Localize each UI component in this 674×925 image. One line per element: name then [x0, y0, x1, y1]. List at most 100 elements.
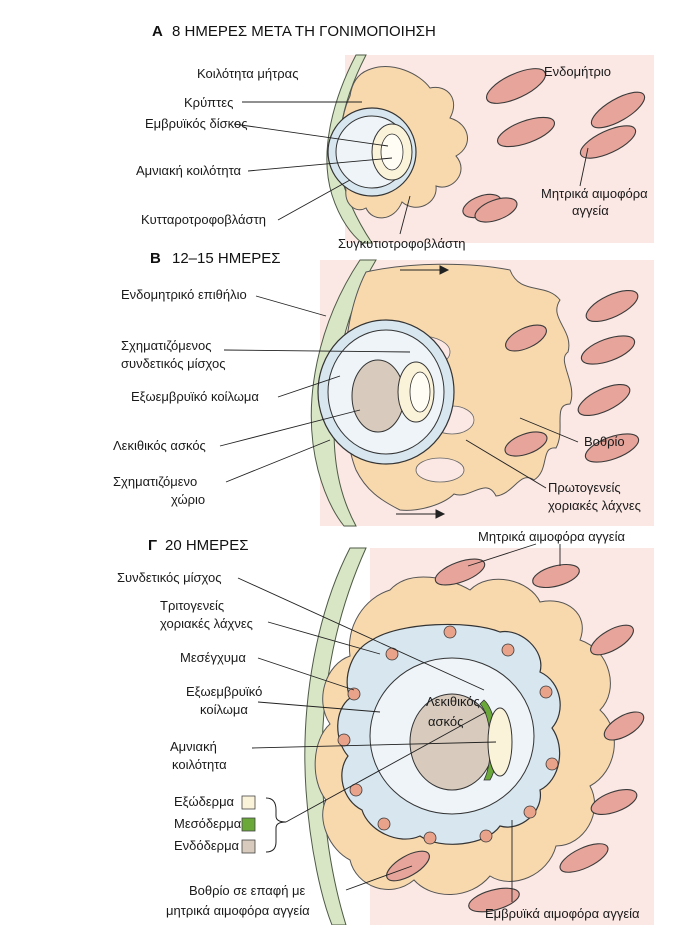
legend-item-endoderm: Ενδόδερμα	[174, 838, 256, 854]
leader-line	[251, 741, 497, 749]
vessel	[580, 335, 636, 365]
arrow-head	[435, 509, 446, 519]
leader-line	[267, 621, 381, 655]
vessel	[585, 289, 639, 323]
yolk-sac-b	[351, 359, 405, 433]
vessel	[590, 91, 646, 129]
leader-line	[465, 439, 547, 489]
flow-arrows-b	[396, 265, 450, 519]
leader-line	[219, 409, 361, 447]
legend: Εξώδερμα Μεσόδερμα Ενδόδερμα	[174, 794, 287, 854]
villus-vessel	[501, 643, 515, 657]
leader-lines-c	[237, 543, 561, 902]
vessel	[590, 624, 634, 656]
legend-label: Μεσόδερμα	[174, 816, 242, 831]
vessel	[434, 558, 486, 586]
vessel	[559, 843, 609, 873]
maternal-vessels-a	[462, 68, 646, 223]
vessel	[603, 711, 645, 741]
leader-line	[225, 439, 331, 483]
label-yolk-sac-c-line2: ασκός	[428, 714, 463, 729]
label-crypts: Κρύπτες	[184, 95, 233, 110]
villus-vessel	[479, 829, 493, 843]
label-maternal-vessels-a-line2: αγγεία	[572, 203, 609, 218]
label-lacuna: Βοθρίο	[584, 434, 625, 449]
tertiary-villi-c	[337, 625, 559, 845]
amniotic-cavity-b	[409, 371, 431, 413]
vessel	[486, 68, 546, 104]
vessel	[584, 433, 640, 463]
leader-line	[223, 349, 411, 353]
label-forming-stalk-line2: συνδετικός μίσχος	[121, 356, 226, 371]
endometrial-epithelium-c	[304, 547, 367, 925]
label-mesenchyme: Μεσέγχυμα	[180, 650, 246, 665]
leader-line	[237, 577, 485, 691]
label-endometrial-epithelium: Ενδομητρικό επιθήλιο	[121, 287, 247, 302]
label-maternal-vessels-c: Μητρικά αιμοφόρα αγγεία	[478, 529, 625, 544]
panel-b-title: 12–15 ΗΜΕΡΕΣ	[172, 250, 281, 267]
panel-b: Β 12–15 ΗΜΕΡΕΣ Ενδομητρικό επιθήλιο Σχη	[113, 250, 654, 527]
leader-lines-b	[219, 295, 579, 489]
amniotic-cavity-a	[380, 133, 404, 171]
leader-line	[345, 865, 413, 891]
vessel	[532, 563, 580, 589]
label-embryonic-vessels: Εμβρυϊκά αιμοφόρα αγγεία	[485, 906, 640, 921]
villus-vessel	[523, 805, 537, 819]
maternal-vessels-b	[504, 289, 640, 463]
villus-vessel	[443, 625, 457, 639]
label-extraembryonic-coelom-c-line2: κοίλωμα	[200, 702, 248, 717]
maternal-vessels-c	[386, 558, 645, 913]
leader-line	[247, 157, 393, 172]
panel-c: Γ 20 ΗΜΕΡΕΣ	[117, 529, 654, 925]
label-endometrium: Ενδομήτριο	[544, 64, 611, 79]
panel-c-letter: Γ	[148, 537, 157, 554]
leader-line	[399, 195, 411, 235]
label-forming-space-line1: Σχηματιζόμενο	[113, 474, 197, 489]
label-primary-villi-line1: Πρωτογενείς	[548, 480, 621, 495]
panel-c-title: 20 ΗΜΕΡΕΣ	[165, 537, 248, 554]
panel-a-letter: A	[152, 23, 163, 40]
label-yolk-sac-b: Λεκιθικός ασκός	[113, 438, 206, 453]
label-lacuna-contact-line1: Βοθρίο σε επαφή με	[189, 883, 306, 898]
label-syncytiotrophoblast: Συγκυτιοτροφοβλάστη	[338, 236, 465, 251]
villus-vessel	[423, 831, 437, 845]
label-extraembryonic-coelom-b: Εξωεμβρυϊκό κοίλωμα	[131, 389, 259, 404]
leader-line	[257, 657, 355, 691]
vessel	[468, 887, 520, 913]
label-amniotic-cavity-a: Αμνιακή κοιλότητα	[136, 163, 242, 178]
villus-vessel	[337, 733, 351, 747]
panel-a: A 8 ΗΜΕΡΕΣ ΜΕΤΑ ΤΗ ΓΟΝΙΜΟΠΟΙΗΣΗ Κοιλότητ…	[136, 23, 654, 251]
legend-swatch	[241, 795, 256, 810]
leader-line	[467, 543, 537, 567]
label-primary-villi-line2: χοριακές λάχνες	[548, 498, 641, 513]
legend-bracket	[265, 797, 287, 853]
label-lacuna-contact-line2: μητρικά αιμοφόρα αγγεία	[166, 903, 310, 918]
panel-b-letter: Β	[150, 250, 161, 267]
villus-vessel	[545, 757, 559, 771]
label-cytotrophoblast: Κυτταροτροφοβλάστη	[141, 212, 266, 227]
label-amniotic-cavity-c-line2: κοιλότητα	[172, 757, 227, 772]
legend-label: Εξώδερμα	[174, 794, 235, 809]
legend-swatch	[241, 839, 256, 854]
label-maternal-vessels-a-line1: Μητρικά αιμοφόρα	[541, 186, 648, 201]
legend-label: Ενδόδερμα	[174, 838, 240, 853]
label-tertiary-villi-line2: χοριακές λάχνες	[160, 616, 253, 631]
vessel	[505, 324, 547, 352]
label-extraembryonic-coelom-c-line1: Εξωεμβρυϊκό	[186, 684, 262, 699]
vessel	[497, 116, 555, 148]
leader-line	[285, 711, 487, 823]
label-connecting-stalk: Συνδετικός μίσχος	[117, 570, 222, 585]
leader-line	[277, 375, 341, 398]
legend-item-mesoderm: Μεσόδερμα	[174, 816, 256, 832]
label-tertiary-villi-line1: Τριτογενείς	[160, 598, 224, 613]
label-embryonic-disc: Εμβρυϊκός δίσκος	[145, 116, 247, 131]
arrow-head	[439, 265, 450, 275]
label-amniotic-cavity-c-line1: Αμνιακή	[170, 739, 217, 754]
vessel	[577, 383, 631, 417]
lacuna-b	[415, 457, 465, 483]
leader-lines-a	[233, 101, 589, 235]
leader-line	[277, 179, 351, 221]
vessel	[504, 431, 548, 457]
vessel	[474, 197, 518, 223]
